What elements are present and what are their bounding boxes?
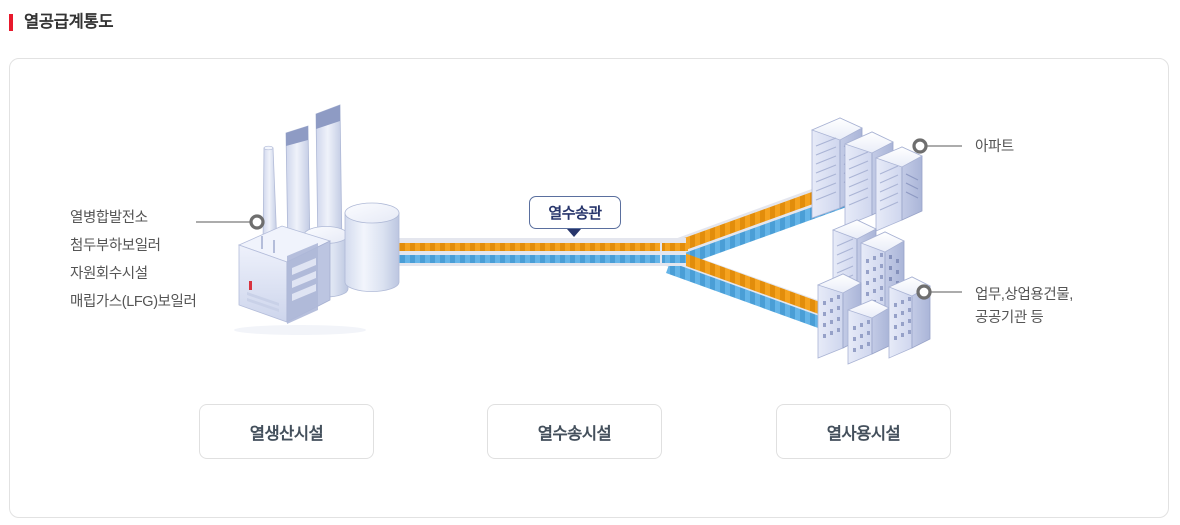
heat-pipeline-callout: 열수송관 xyxy=(529,196,621,229)
label-cogeneration-plant: 열병합발전소 xyxy=(70,210,148,226)
label-peak-load-boiler: 첨두부하보일러 xyxy=(70,238,161,254)
label-commercial-buildings: 업무,상업용건물, 공공기관 등 xyxy=(975,284,1073,330)
title-accent-bar xyxy=(9,13,13,31)
label-commercial-line1: 업무,상업용건물, xyxy=(975,287,1073,303)
stage-button-heat-production[interactable]: 열생산시설 xyxy=(199,404,374,459)
label-resource-recovery-facility: 자원회수시설 xyxy=(70,266,148,282)
stage-button-heat-usage[interactable]: 열사용시설 xyxy=(776,404,951,459)
page-title: 열공급계통도 xyxy=(24,12,114,31)
stage-button-heat-transport-label: 열수송시설 xyxy=(537,424,612,443)
label-apartment: 아파트 xyxy=(975,139,1014,155)
stage-button-heat-production-label: 열생산시설 xyxy=(249,424,324,443)
label-commercial-line2: 공공기관 등 xyxy=(975,310,1044,326)
callout-pointer-icon xyxy=(567,229,581,237)
heat-pipeline-callout-label: 열수송관 xyxy=(548,205,602,222)
heat-production-labels: 열병합발전소 첨두부하보일러 자원회수시설 매립가스(LFG)보일러 xyxy=(70,204,270,316)
page-header: 열공급계통도 xyxy=(0,8,600,36)
stage-button-heat-usage-label: 열사용시설 xyxy=(826,424,901,443)
label-lfg-boiler: 매립가스(LFG)보일러 xyxy=(70,294,197,310)
stage-button-heat-transport[interactable]: 열수송시설 xyxy=(487,404,662,459)
